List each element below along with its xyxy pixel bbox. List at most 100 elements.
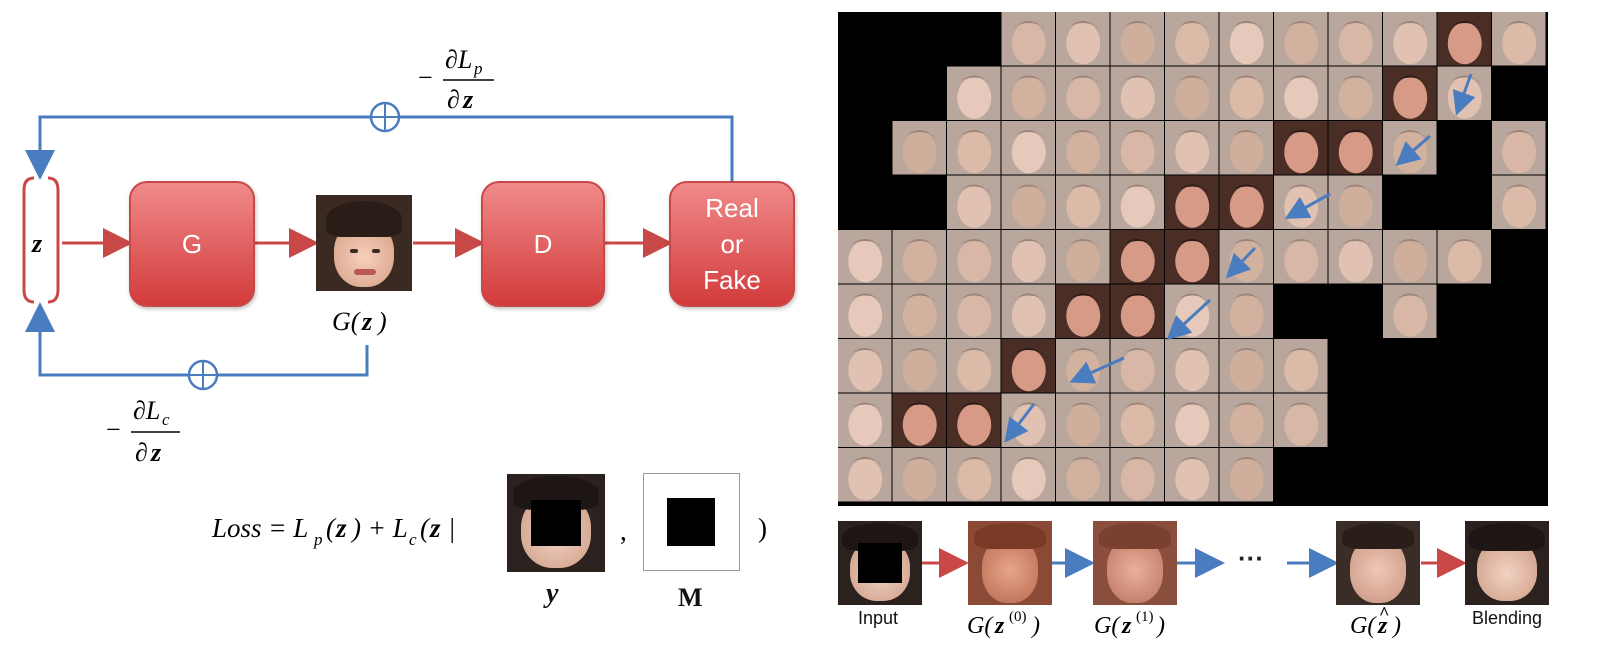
face-grid-cell — [892, 339, 946, 393]
face-grid-cell — [1056, 66, 1110, 120]
svg-text:c: c — [162, 410, 170, 429]
face-grid-cell — [1383, 284, 1437, 338]
face-grid-cell — [1383, 121, 1437, 175]
face-grid-cell — [1219, 12, 1273, 66]
face-grid-cell — [1328, 121, 1382, 175]
face-grid-cell — [1328, 230, 1382, 284]
face-grid-cell — [1110, 448, 1164, 502]
face-grid-cell — [1383, 12, 1437, 66]
discriminator-box: D — [481, 181, 605, 307]
svg-text:): ) — [1030, 613, 1040, 639]
face-grid-cell — [947, 284, 1001, 338]
gz0-face — [968, 521, 1052, 605]
face-grid-cell — [1328, 175, 1382, 229]
face-grid-cell — [1219, 448, 1273, 502]
face-grid-cell — [1056, 121, 1110, 175]
svg-text:∂L: ∂L — [133, 396, 160, 425]
face-grid-cell — [892, 230, 946, 284]
face-grid-cell — [1328, 66, 1382, 120]
face-grid-cell — [1219, 175, 1273, 229]
face-grid-cell — [1001, 121, 1055, 175]
svg-text:z: z — [1377, 613, 1388, 639]
face-grid-cell — [1274, 175, 1328, 229]
face-grid-cell — [1165, 121, 1219, 175]
discriminator-label: D — [533, 229, 553, 259]
face-grid-cell — [947, 393, 1001, 447]
svg-text:−: − — [418, 63, 433, 92]
face-grid-cell — [1219, 393, 1273, 447]
svg-text:): ) — [376, 307, 387, 336]
face-grid-cell — [838, 284, 892, 338]
ellipsis-label: ··· — [1238, 543, 1264, 573]
svg-text:|: | — [448, 513, 455, 543]
svg-text:^: ^ — [1379, 603, 1389, 623]
face-grid-cell — [1328, 12, 1382, 66]
face-grid-cell — [1110, 66, 1164, 120]
svg-text:): ) — [758, 513, 767, 543]
face-grid-cell — [1165, 284, 1219, 338]
face-grid-cell — [1383, 66, 1437, 120]
real-label: Real — [705, 193, 759, 223]
input-masked-face — [838, 521, 922, 605]
svg-text:z: z — [335, 513, 347, 543]
generator-label: G — [181, 229, 203, 259]
fake-label: Fake — [703, 265, 761, 295]
svg-text:(0): (0) — [1009, 609, 1027, 625]
face-grid-cell — [1219, 66, 1273, 120]
svg-text:z: z — [429, 513, 441, 543]
svg-text:) + L: ) + L — [350, 513, 408, 543]
face-grid-cell — [1274, 12, 1328, 66]
face-grid-cell — [1165, 66, 1219, 120]
face-grid-cell — [1219, 121, 1273, 175]
face-grid-cell — [838, 339, 892, 393]
svg-text:p: p — [473, 59, 483, 78]
z-bracket-right — [47, 176, 60, 304]
face-grid-cell — [1492, 121, 1546, 175]
face-grid-cell — [838, 448, 892, 502]
blended-face — [1465, 521, 1549, 605]
face-grid-cell — [838, 393, 892, 447]
y-label: y — [546, 578, 559, 609]
real-or-fake-box: Real or Fake — [669, 181, 795, 307]
face-grid-cell — [1056, 393, 1110, 447]
face-grid-cell — [1056, 448, 1110, 502]
contextual-gradient-label: − ∂L c ∂z — [106, 396, 180, 467]
svg-text:p: p — [313, 530, 323, 549]
svg-text:z: z — [1121, 613, 1132, 639]
face-grid-cell — [838, 230, 892, 284]
generator-box: G — [129, 181, 255, 307]
svg-text:G(: G( — [1350, 613, 1377, 639]
blending-label: Blending — [1472, 608, 1543, 628]
face-grid-cell — [1001, 393, 1055, 447]
face-grid-cell — [947, 339, 1001, 393]
face-grid-cell — [1492, 175, 1546, 229]
gz1-caption: G(z (1)) — [1094, 609, 1165, 639]
face-grid-cell — [947, 230, 1001, 284]
perceptual-gradient-label: − ∂L p ∂z — [418, 45, 494, 114]
face-grid-cell — [1110, 121, 1164, 175]
svg-text:z: z — [361, 307, 373, 336]
svg-text:Loss = L: Loss = L — [211, 513, 308, 543]
plus-circle-bottom-icon — [187, 359, 219, 391]
face-grid-cell — [1001, 448, 1055, 502]
face-grid-cell — [1110, 12, 1164, 66]
latent-space-face-grid — [838, 12, 1548, 506]
svg-text:): ) — [1391, 613, 1401, 639]
face-grid-cell — [1110, 284, 1164, 338]
svg-text:): ) — [1155, 613, 1165, 639]
face-grid-cell — [1001, 12, 1055, 66]
face-grid-cell — [1001, 175, 1055, 229]
face-grid-cell — [1110, 175, 1164, 229]
gan-inpainting-diagram: z − ∂L p ∂z − ∂L c ∂z G(z) Loss = L p — [22, 45, 767, 549]
face-grid-cell — [1219, 339, 1273, 393]
svg-text:G(: G( — [967, 613, 994, 639]
svg-text:z: z — [994, 613, 1005, 639]
face-grid-cell — [1001, 230, 1055, 284]
face-grid-cell — [1165, 12, 1219, 66]
face-grid-cell — [1274, 121, 1328, 175]
face-grid-cell — [947, 66, 1001, 120]
or-label: or — [720, 229, 744, 259]
face-grid-cell — [1274, 66, 1328, 120]
face-grid-cell — [1492, 12, 1546, 66]
face-grid-cell — [1110, 339, 1164, 393]
